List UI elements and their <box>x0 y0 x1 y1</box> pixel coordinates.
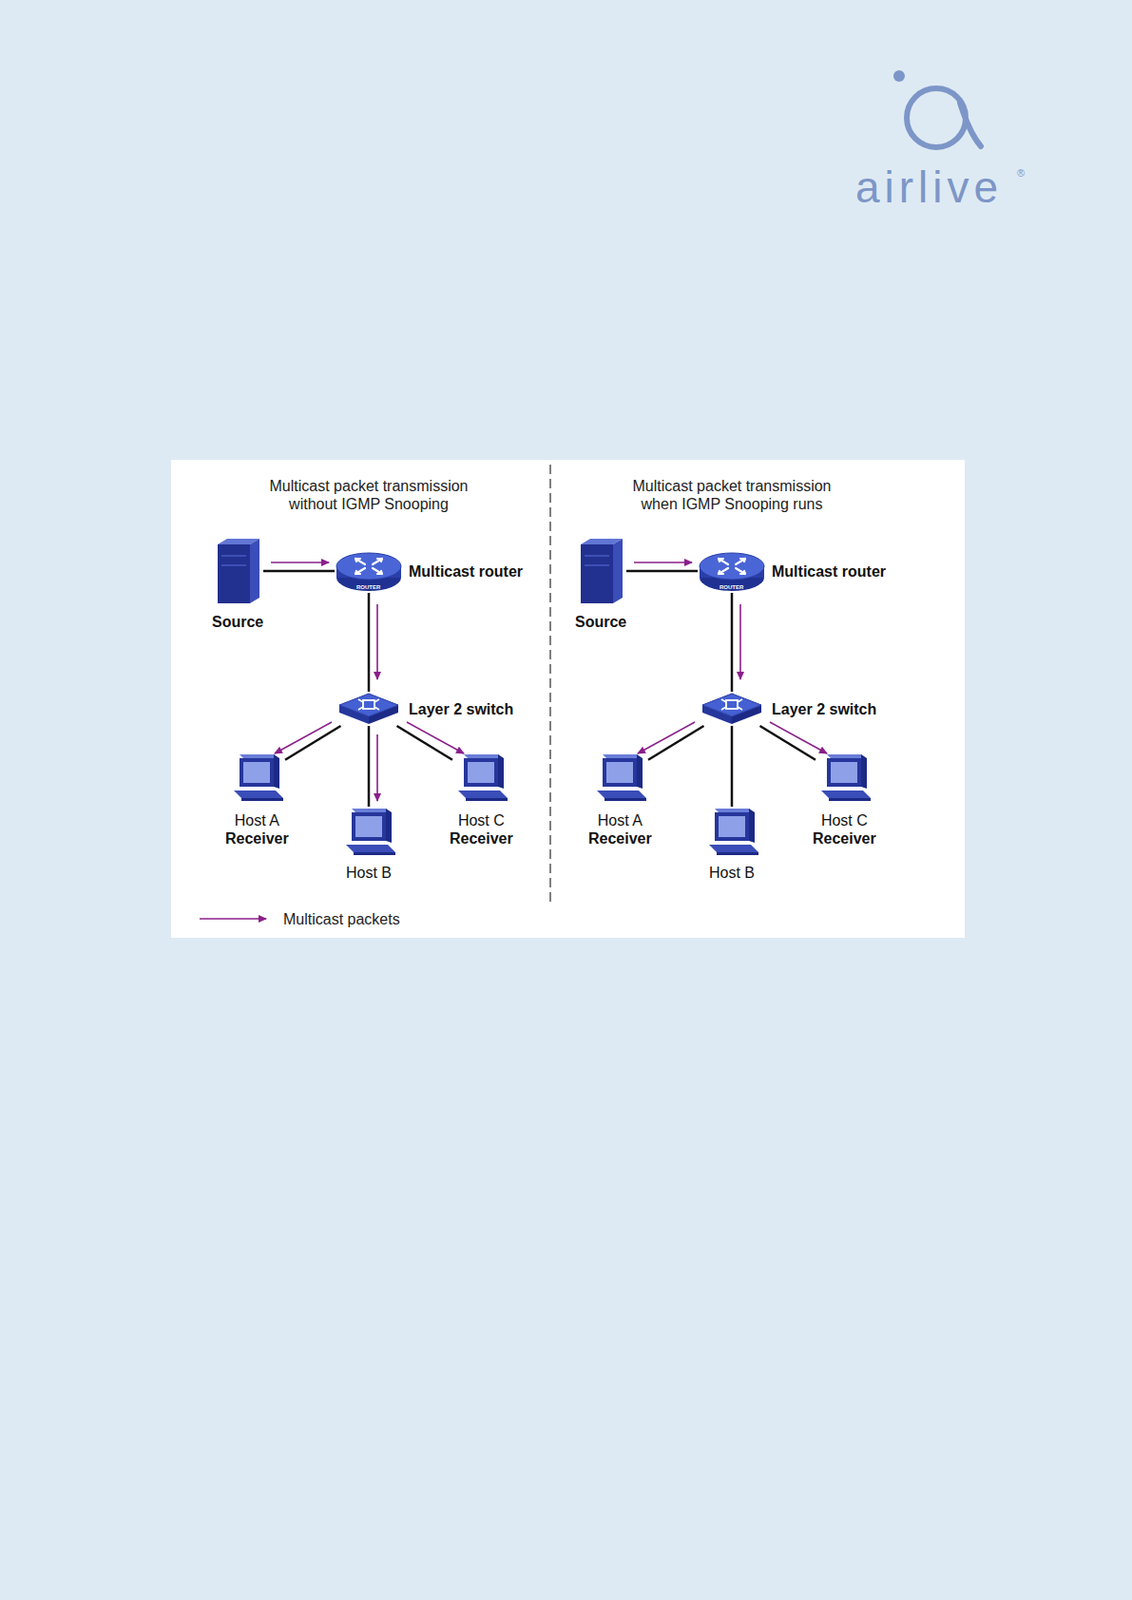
link-line <box>263 570 335 574</box>
node-label: Source <box>211 613 264 632</box>
role-label: Receiver <box>449 829 514 848</box>
link-line <box>760 726 817 761</box>
panel-title: Multicast packet transmission when IGMP … <box>613 477 851 514</box>
logo-ring <box>906 88 966 148</box>
node-label: Host C <box>812 811 877 830</box>
host-node: Host CReceiver <box>815 752 873 803</box>
legend-label: Multicast packets <box>283 910 401 929</box>
link-line <box>730 593 734 692</box>
host-node: Host B <box>340 806 398 857</box>
host-node: Host AReceiver <box>591 752 649 803</box>
logo-dot <box>893 70 905 82</box>
role-label: Receiver <box>812 829 877 848</box>
node-label: Host B <box>345 863 392 883</box>
panel-divider <box>549 464 552 903</box>
link-line <box>397 726 454 761</box>
figure-panel <box>171 460 965 939</box>
node-label: Host B <box>709 863 755 883</box>
host-node: Host B <box>703 806 761 857</box>
link-line <box>367 593 371 692</box>
node-label: Host C <box>449 811 514 830</box>
role-label: Receiver <box>225 829 289 848</box>
node-label: Layer 2 switch <box>771 700 877 719</box>
registered-mark: ® <box>1016 167 1025 180</box>
router-mark: ROUTER <box>719 584 744 592</box>
brand-logo-text: airlive <box>855 161 1003 214</box>
switch-node: Layer 2 switch <box>337 691 401 727</box>
multicast-arrows <box>270 562 827 802</box>
switch-node: Layer 2 switch <box>700 691 764 727</box>
panel-title: Multicast packet transmission without IG… <box>249 477 488 514</box>
host-node: Host CReceiver <box>452 752 510 803</box>
link-line <box>367 726 371 807</box>
logo-tail <box>959 102 981 147</box>
node-label: Host A <box>588 811 653 830</box>
link-line <box>626 570 698 574</box>
router-mark: ROUTER <box>356 584 381 592</box>
role-label: Receiver <box>588 829 653 848</box>
legend-sample <box>199 918 267 921</box>
node-label: Multicast router <box>771 562 886 581</box>
node-label: Multicast router <box>408 562 523 581</box>
node-label: Source <box>575 613 627 632</box>
server-node: Source <box>213 537 264 606</box>
link-line <box>730 726 734 807</box>
link-line <box>648 726 705 761</box>
server-node: Source <box>576 537 627 606</box>
node-label: Layer 2 switch <box>408 700 514 719</box>
link-line <box>285 726 342 761</box>
node-label: Host A <box>225 811 289 830</box>
host-node: Host AReceiver <box>228 752 286 803</box>
